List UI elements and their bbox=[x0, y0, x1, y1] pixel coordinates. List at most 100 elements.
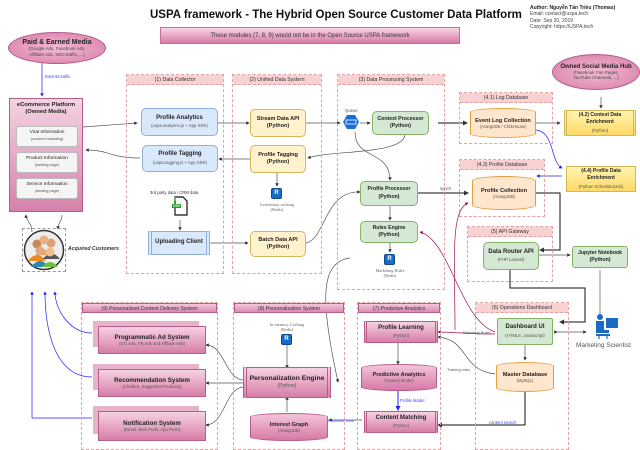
group-title: (4.1) Log Database bbox=[460, 93, 552, 103]
edge-dashboard-collection bbox=[454, 202, 469, 331]
group-profile-database: (4.3) Profile Database bbox=[459, 159, 545, 217]
csv-file-icon: CSV bbox=[172, 196, 188, 216]
author-line: Author: Nguyễn Tấn Triều (Thomas) bbox=[530, 5, 616, 11]
node-subtitle: (Python) bbox=[266, 244, 290, 250]
profile-data-enrichment-node[interactable]: (4.4) Profile Data Enrichment (Python Sc… bbox=[566, 166, 636, 192]
synch-label: synch bbox=[440, 186, 451, 191]
node-subtitle: (Python) bbox=[591, 127, 609, 133]
group-title: (8) Personalization System bbox=[234, 303, 344, 313]
node-subtitle: (Python) bbox=[392, 333, 410, 338]
caption-title: In memory Caching bbox=[269, 322, 305, 327]
group-title: (7) Predictive Analytics bbox=[358, 303, 440, 313]
node-title: Notification System bbox=[123, 420, 181, 427]
viral-information-item: Viral Information (content marketing) bbox=[16, 126, 78, 147]
node-subtitle: (Chatbot, Suggested Products) bbox=[122, 384, 182, 389]
node-subtitle: (HTML5, JavaScript) bbox=[505, 332, 545, 338]
service-information-item: Service Information (landing page) bbox=[16, 178, 78, 199]
group-title: (3) Data Processing System bbox=[338, 75, 444, 85]
predictive-analytics-model-db[interactable]: Predictive Analytics (Trained Model) bbox=[361, 364, 437, 391]
profile-learning-node[interactable]: Profile Learning (Python) bbox=[364, 321, 438, 343]
node-title: Programmatic Ad System bbox=[114, 334, 190, 341]
date-line: Date: Sep 20, 2019 bbox=[530, 17, 574, 24]
item-title: Viral Information bbox=[29, 130, 65, 135]
profile-analytics-node[interactable]: Profile Analytics (uspa.analytics.js + A… bbox=[141, 108, 218, 136]
node-subtitle: (ArangoDB) bbox=[492, 193, 516, 199]
author-info: Author: Nguyễn Tấn Triều (Thomas) Email:… bbox=[530, 5, 615, 30]
owned-media-subtitle: (Facebook Fan Pages, YouTube Channels, .… bbox=[573, 69, 619, 81]
profile-tagging-unified-node[interactable]: Profile Tagging (Python) bbox=[250, 145, 306, 173]
data-router-api-node[interactable]: Data Router API (PHP Laravel) bbox=[483, 242, 539, 270]
node-subtitle: (PHP Laravel) bbox=[497, 257, 525, 262]
ecommerce-platform: eCommerce Platform (Owned Media) Viral I… bbox=[9, 98, 83, 212]
caption-sub: (Redis) bbox=[280, 327, 294, 332]
interest-graph-db[interactable]: Interest Graph (ArangoDB) bbox=[250, 413, 328, 441]
node-title: Predictive Analytics bbox=[372, 372, 426, 378]
node-title: Jupyter Notebook bbox=[577, 249, 623, 256]
node-title: Stream Data API bbox=[256, 115, 300, 122]
email-line: Email: contact@uspa.tech bbox=[530, 11, 589, 18]
notification-system-node[interactable]: Notification System (Email, Web Push, Ap… bbox=[98, 411, 206, 441]
event-log-collection-db[interactable]: Event Log Collection (ArangoDB / ClickHo… bbox=[470, 108, 536, 138]
profile-processor-node[interactable]: Profile Processor (Python) bbox=[360, 181, 418, 206]
group-unified-data-system: (2) Unified Data System bbox=[232, 74, 322, 274]
profile-model-label: Profile Model bbox=[400, 398, 425, 403]
item-subtitle: (landing page) bbox=[34, 189, 60, 193]
jupyter-notebook-node[interactable]: Jupyter Notebook (Python) bbox=[572, 246, 628, 268]
content-matching-node[interactable]: Content Matching (Python) bbox=[364, 411, 438, 433]
group-api-gateway: (5) API Gateway bbox=[467, 226, 553, 282]
node-title: Batch Data API bbox=[258, 236, 298, 243]
master-database-db[interactable]: Master Database (MySQL) bbox=[496, 362, 554, 392]
recommendation-system-node[interactable]: Recommendation System (Chatbot, Suggeste… bbox=[98, 369, 206, 397]
group-title: (2) Unified Data System bbox=[233, 75, 321, 85]
node-subtitle: (GG Ads, FB Ads and Affiliate Ads) bbox=[119, 341, 185, 346]
node-subtitle: (uspa.tagging.js + App SDK) bbox=[152, 159, 208, 165]
profile-collection-db[interactable]: Profile Collection (ArangoDB) bbox=[472, 176, 536, 210]
content-search-label: content search bbox=[489, 420, 517, 425]
stream-data-api-node[interactable]: Stream Data API (Python) bbox=[250, 109, 306, 137]
edge-ecom-customers bbox=[56, 214, 63, 230]
context-data-enrichment-node[interactable]: (4.2) Context Data Enrichment (Python) bbox=[564, 110, 636, 136]
node-subtitle: (Python ScheduledJob) bbox=[578, 183, 624, 189]
marketing-rules-redis-label: Marketing Rules (Redis) bbox=[372, 268, 408, 278]
node-subtitle: (Python) bbox=[389, 123, 412, 129]
group-data-collector: (1) Data Collector bbox=[126, 74, 224, 274]
in-memory-caching-label: In-memory caching (Redis) bbox=[259, 202, 295, 212]
node-title: Profile Tagging bbox=[258, 151, 298, 158]
uploading-client-node[interactable]: Uploading Client bbox=[148, 231, 210, 255]
group-title: (5) API Gateway bbox=[468, 227, 552, 237]
batch-data-api-node[interactable]: Batch Data API (Python) bbox=[250, 231, 306, 257]
programmatic-ad-system-node[interactable]: Programmatic Ad System (GG Ads, FB Ads a… bbox=[98, 326, 206, 354]
node-title: (4.2) Context Data Enrichment bbox=[578, 111, 622, 126]
group-title: (9) Personalized Content Delivery System bbox=[82, 303, 217, 313]
node-subtitle: (Email, Web Push, App Push) bbox=[123, 427, 181, 432]
group-title: (4.3) Profile Database bbox=[460, 160, 544, 170]
product-information-item: Product Information (landing page) bbox=[16, 152, 78, 173]
redis-icon: R bbox=[384, 254, 395, 265]
copyright-line: Copyright: https://USPA.tech bbox=[530, 23, 594, 30]
context-processor-node[interactable]: Context Processor (Python) bbox=[372, 111, 429, 135]
caption-sub: (Redis) bbox=[270, 207, 284, 212]
node-subtitle: (Python) bbox=[266, 123, 290, 129]
node-title: Profile Learning bbox=[378, 324, 424, 331]
dashboard-ui-node[interactable]: Dashboard UI (HTML5, JavaScript) bbox=[497, 318, 553, 345]
profile-tagging-collector-node[interactable]: Profile Tagging (uspa.tagging.js + App S… bbox=[142, 145, 218, 172]
item-title: Service Information bbox=[26, 182, 68, 187]
paid-media-subtitle: (Google Ads, Facebook Ads, Affiliate Ads… bbox=[28, 46, 86, 57]
personalization-engine-node[interactable]: Personalization Engine (Python) bbox=[243, 367, 331, 398]
owned-media-title: Owned Social Media Hub bbox=[560, 63, 632, 70]
caption-title: Marketing Rules bbox=[375, 268, 405, 273]
internet-traffic-label: Internet traffic bbox=[45, 74, 71, 79]
group-title: (1) Data Collector bbox=[127, 75, 223, 85]
node-title: Uploading Client bbox=[155, 239, 203, 246]
predictive-data-label: Predictive Data bbox=[328, 419, 354, 423]
rules-engine-node[interactable]: Rules Engine (Python) bbox=[360, 221, 418, 243]
paid-media-title: Paid & Earned Media bbox=[22, 39, 92, 46]
csv-badge: CSV bbox=[172, 204, 182, 208]
node-subtitle: (MySQL) bbox=[516, 377, 534, 383]
node-title: Data Router API bbox=[488, 248, 534, 255]
node-title: (4.4) Profile Data Enrichment bbox=[581, 167, 621, 182]
node-title: Profile Processor bbox=[367, 186, 411, 192]
node-subtitle: (Python) bbox=[277, 382, 297, 389]
group-data-processing-system: (3) Data Processing System bbox=[337, 74, 445, 290]
acquired-customers-label: Acquired Customers bbox=[68, 246, 120, 252]
